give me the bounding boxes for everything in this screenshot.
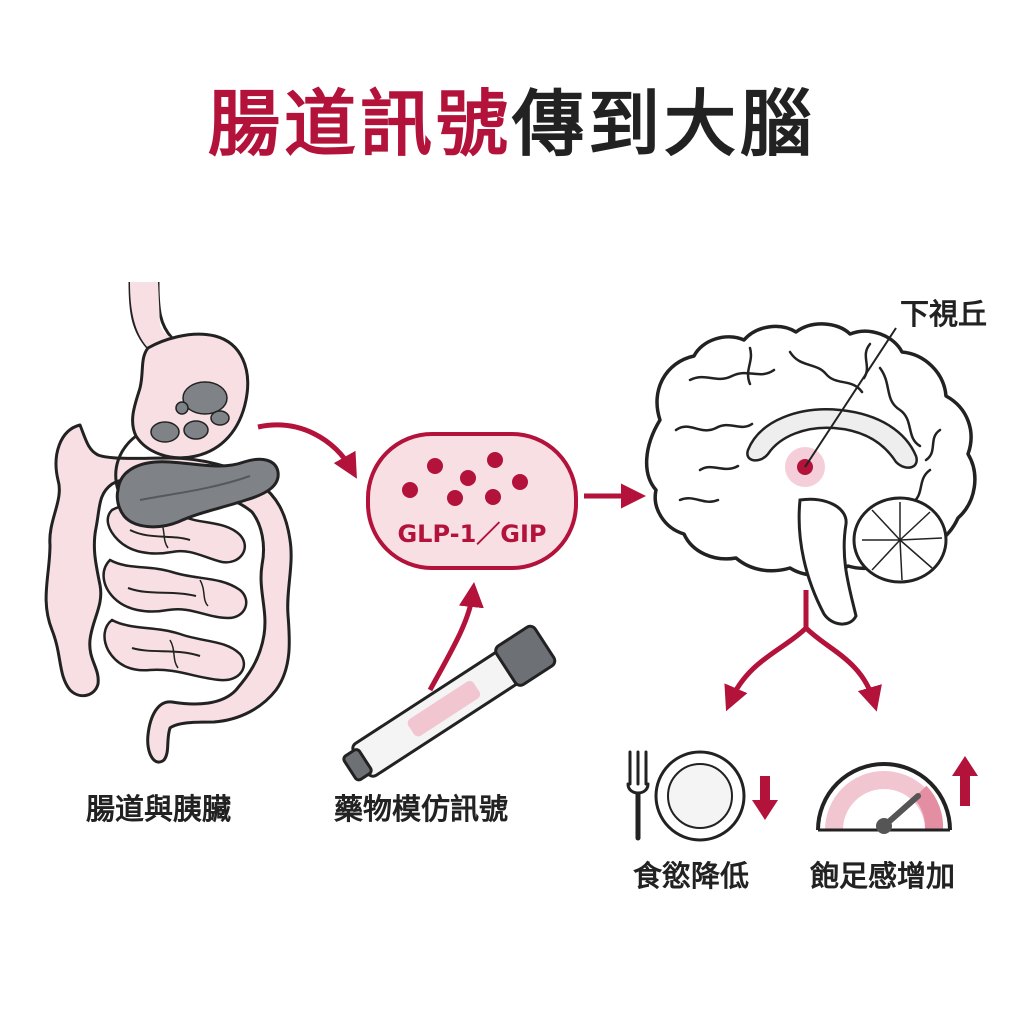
satiety-icon — [816, 756, 978, 834]
title-part-gut-signal: 腸道訊號 — [207, 82, 512, 166]
hormone-dot — [402, 482, 418, 498]
label-hypothalamus: 下視丘 — [900, 297, 988, 331]
hormone-dot — [487, 452, 503, 468]
down-arrow-icon — [752, 776, 778, 820]
corpus-callosum — [746, 408, 918, 469]
brainstem — [797, 497, 858, 626]
fork-icon — [626, 750, 650, 841]
hypothalamus-pointer — [804, 327, 897, 468]
hormone-capsule: GLP-1／GIP — [366, 432, 578, 570]
brain-icon — [644, 322, 977, 626]
title-part-to-brain: 傳到大腦 — [512, 82, 817, 166]
page-title: 腸道訊號傳到大腦 — [0, 88, 1024, 160]
label-satiety-up: 飽足感增加 — [810, 859, 956, 893]
plate-icon — [654, 750, 746, 842]
stomach-contents — [150, 381, 230, 443]
arrow-to-satiety — [804, 626, 882, 712]
intestines-icon — [44, 423, 293, 764]
pancreas-icon — [115, 457, 280, 529]
hormone-label: GLP-1／GIP — [397, 520, 546, 548]
arrow-drug-to-hormone — [427, 582, 484, 692]
digestive-system — [44, 281, 293, 764]
gauge-icon — [816, 762, 952, 834]
duodenum — [114, 434, 137, 491]
arrow-gut-to-hormone — [257, 422, 357, 479]
hormone-dot — [447, 490, 463, 506]
small-intestine — [102, 503, 248, 682]
injection-pen-icon — [342, 624, 557, 782]
cerebellum — [852, 496, 948, 584]
appetite-icon — [626, 750, 778, 842]
hormone-dot — [485, 489, 501, 505]
label-gut-pancreas: 腸道與胰臟 — [86, 792, 232, 826]
hormone-dot — [512, 474, 528, 490]
label-appetite-down: 食慾降低 — [633, 859, 750, 893]
hormone-dot — [427, 458, 443, 474]
up-arrow-icon — [952, 756, 978, 806]
label-drug-mimic: 藥物模仿訊號 — [334, 792, 509, 826]
hormone-dot — [460, 470, 476, 486]
arrow-to-appetite — [724, 626, 808, 712]
